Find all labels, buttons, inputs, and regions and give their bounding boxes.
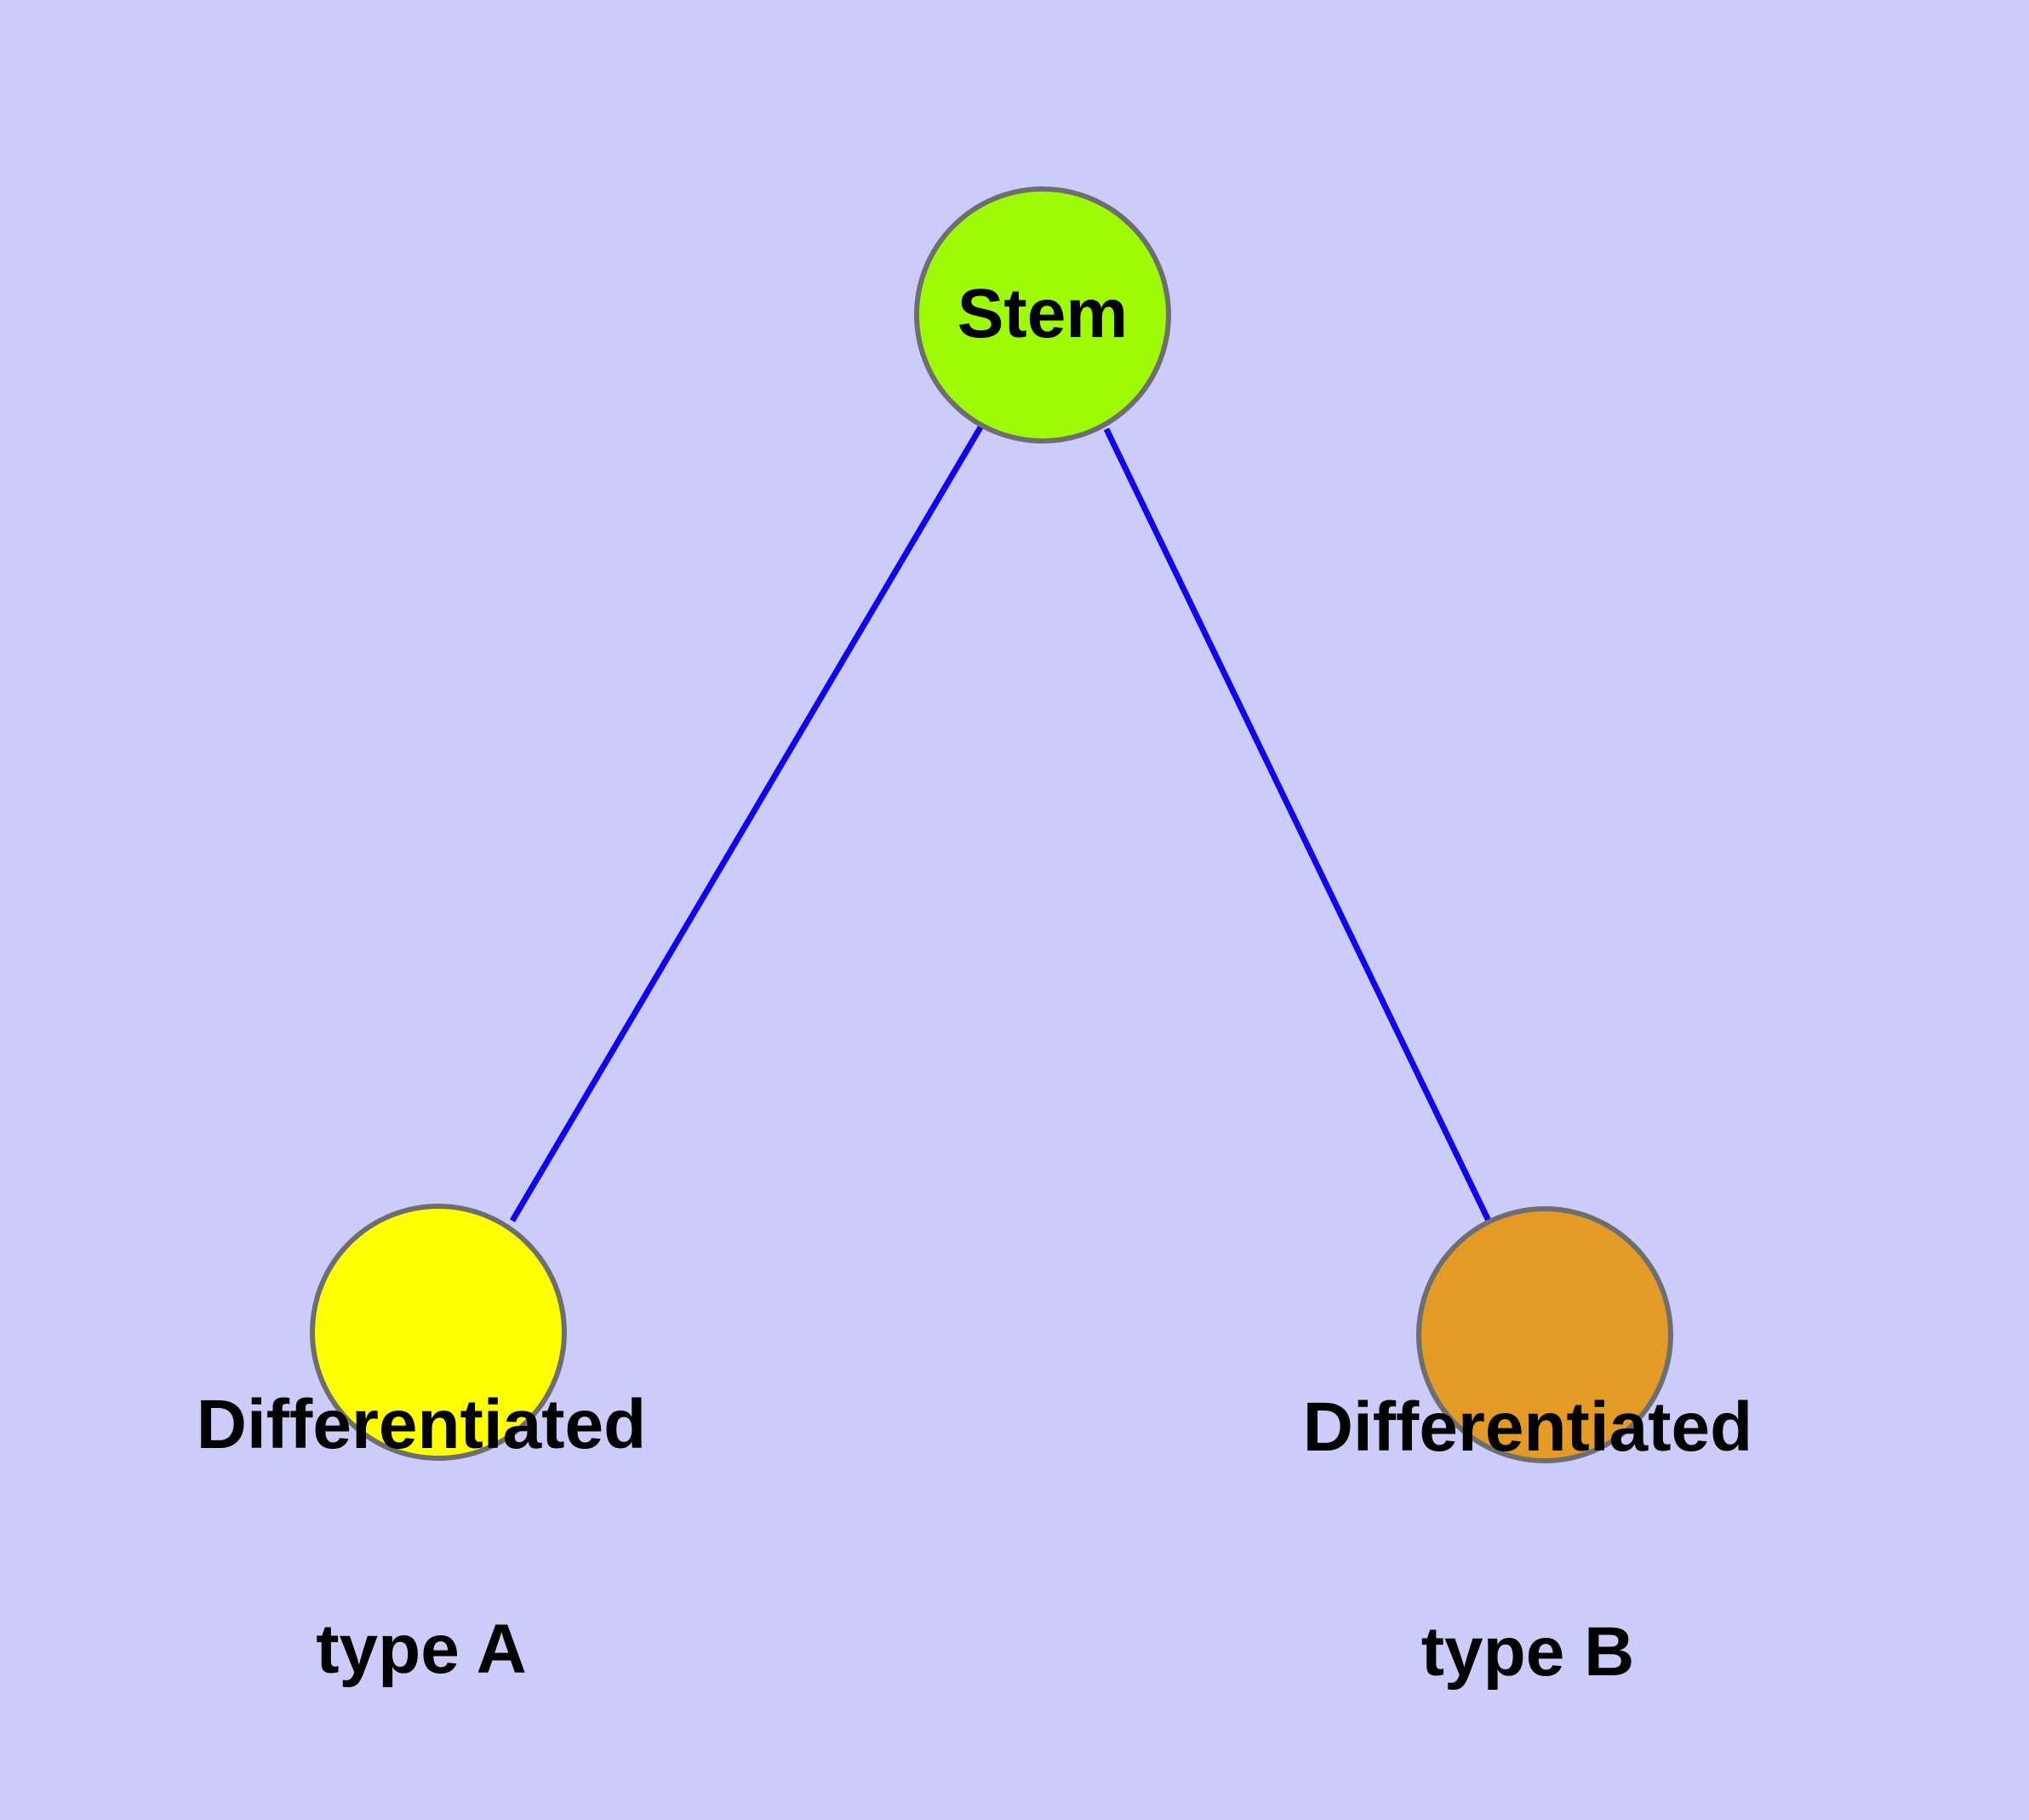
node-circle-stem[interactable] xyxy=(914,186,1171,444)
edge-stem-to-diff-b xyxy=(1103,427,1492,1222)
node-circle-diff-a[interactable] xyxy=(310,1204,567,1461)
edge-stem-to-diff-a xyxy=(509,426,984,1222)
node-circle-diff-b[interactable] xyxy=(1416,1206,1673,1463)
